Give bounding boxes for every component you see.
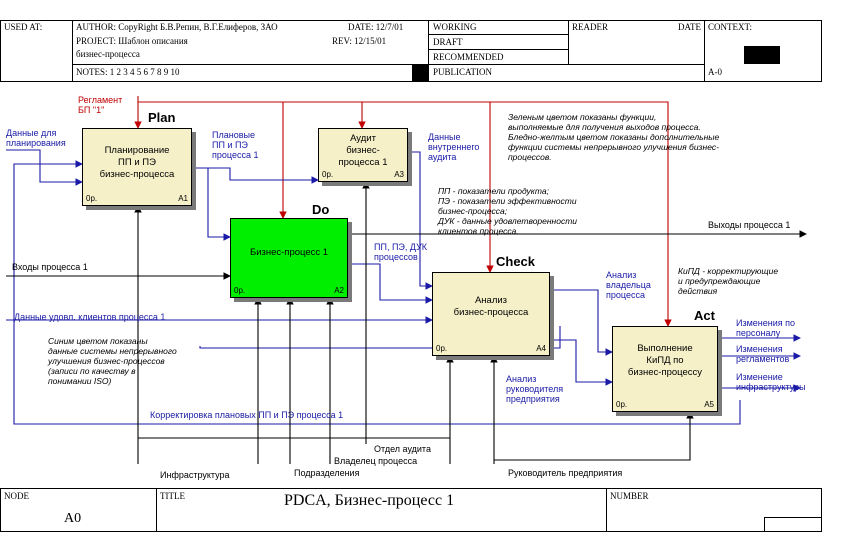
footer-divider-1 <box>156 488 157 532</box>
a5-id: A5 <box>704 400 714 409</box>
a1-id: A1 <box>178 194 188 203</box>
a3-op: 0р. <box>322 170 334 179</box>
used-at-label: USED AT: <box>4 22 43 32</box>
context-ref: A-0 <box>708 67 722 77</box>
activity-a2-business-process[interactable]: Бизнес-процесс 1 0р. A2 <box>230 218 348 298</box>
footer-frame <box>0 488 822 532</box>
project-text: PROJECT: Шаблон описания <box>76 36 188 46</box>
ceo-label: Руководитель предприятия <box>508 468 623 478</box>
a3-id: A3 <box>394 170 404 179</box>
a1-op: 0р. <box>86 194 98 203</box>
reglament-arrow <box>137 96 672 327</box>
context-black-box <box>744 46 780 64</box>
act-heading: Act <box>694 308 715 323</box>
check-heading: Check <box>496 254 536 269</box>
title-label: TITLE <box>160 491 185 501</box>
header-status-line-2 <box>428 49 568 50</box>
pp-note: ПП - показатели продукта; ПЭ - показател… <box>438 186 578 236</box>
a2-id: A2 <box>334 286 344 295</box>
planning-data-label: Данные для планирования <box>6 128 66 148</box>
inputs-label: Входы процесса 1 <box>12 262 88 272</box>
mgmt-analysis-arrow <box>550 339 613 386</box>
audit-dept-label: Отдел аудита <box>374 444 431 454</box>
reglament-label: Регламент БП "1" <box>78 95 123 115</box>
planned-pp-label: Плановые ПП и ПЭ процесса 1 <box>212 130 259 160</box>
footer-divider-2 <box>606 488 607 532</box>
activity-a3-audit[interactable]: Аудит бизнес- процесса 1 0р. A3 <box>318 128 408 182</box>
change-regs-label: Изменения регламентов <box>736 344 790 364</box>
working-label: WORKING <box>433 22 477 32</box>
internal-audit-label: Данные внутреннего аудита <box>428 132 480 162</box>
infra-label: Инфраструктура <box>160 470 230 480</box>
a4-op: 0р. <box>436 344 448 353</box>
header-status-line-1 <box>428 34 568 35</box>
activity-a1-planning[interactable]: Планирование ПП и ПЭ бизнес-процесса 0р.… <box>82 128 192 206</box>
activity-a5-kipd[interactable]: Выполнение КиПД по бизнес-процессу 0р. A… <box>612 326 718 412</box>
pp-duk-label: ПП, ПЭ, ДУК процессов <box>374 242 428 262</box>
activity-a4-analysis[interactable]: Анализ бизнес-процесса 0р. A4 <box>432 272 550 356</box>
date-text: DATE: 12/7/01 <box>348 22 404 32</box>
header-divider-h <box>72 64 428 65</box>
node-label: NODE <box>4 491 29 501</box>
footer-small-box <box>764 517 822 532</box>
customer-data-label: Данные удовл. клиентов процесса 1 <box>14 312 166 322</box>
owner-analysis-label: Анализ владельца процесса <box>606 270 651 300</box>
rev-text: REV: 12/15/01 <box>332 36 387 46</box>
kipd-note: КиПД - корректирующие и предупреждающие … <box>678 266 779 296</box>
blue-note: Синим цветом показаны данные системы неп… <box>48 336 177 386</box>
divisions-label: Подразделения <box>294 468 360 478</box>
plan-to-audit-arrow <box>208 167 319 184</box>
ceo-mech-a5 <box>494 411 694 461</box>
a4-id: A4 <box>536 344 546 353</box>
a2-text: Бизнес-процесс 1 <box>249 247 329 258</box>
plan-output-arrow <box>193 167 231 241</box>
change-infra-label: Изменение инфраструктуры <box>736 372 806 392</box>
a5-op: 0р. <box>616 400 628 409</box>
header-divider-2 <box>428 20 429 82</box>
number-label: NUMBER <box>610 491 649 501</box>
reader-label: READER <box>572 22 608 32</box>
project-text-2: бизнес-процесса <box>76 49 140 59</box>
date-label: DATE <box>678 22 701 32</box>
do-heading: Do <box>312 202 330 217</box>
do-to-check-arrow <box>348 263 433 304</box>
draft-label: DRAFT <box>433 37 463 47</box>
blue-feedback-arrow <box>199 326 561 349</box>
mgmt-analysis-label: Анализ руководителя предприятия <box>506 374 564 404</box>
plan-heading: Plan <box>148 110 176 125</box>
outputs-label: Выходы процесса 1 <box>708 220 791 230</box>
check-to-act-arrow <box>550 289 613 356</box>
publication-label: PUBLICATION <box>433 67 493 77</box>
a2-op: 0р. <box>234 286 246 295</box>
author-text: AUTHOR: CopyRight Б.В.Репин, В.Г.Елиферо… <box>76 22 278 32</box>
a3-text: Аудит бизнес- процесса 1 <box>338 133 388 168</box>
notes-text: NOTES: 1 2 3 4 5 6 7 8 9 10 <box>76 67 180 77</box>
diagram-title: PDCA, Бизнес-процесс 1 <box>284 492 455 509</box>
publication-marker <box>412 65 428 81</box>
a5-text: Выполнение КиПД по бизнес-процессу <box>627 343 703 378</box>
a4-text: Анализ бизнес-процесса <box>453 295 529 318</box>
correction-arrow <box>13 160 741 425</box>
header-frame <box>0 20 822 82</box>
audit-output-arrow <box>408 151 433 290</box>
header-divider-3 <box>568 20 569 65</box>
header-divider-4 <box>704 20 705 82</box>
context-label: CONTEXT: <box>708 22 753 32</box>
header-divider-1 <box>72 20 73 82</box>
header-status-line-3 <box>428 64 704 65</box>
correction-label: Корректировка плановых ПП и ПЭ процесса … <box>150 410 344 420</box>
planning-data-arrow <box>6 149 83 186</box>
owner-label: Владелец процесса <box>334 456 418 466</box>
change-staff-label: Изменения по персоналу <box>736 318 796 338</box>
green-note: Зеленым цветом показаны функции, выполня… <box>508 112 720 162</box>
recommended-label: RECOMMENDED <box>433 52 504 62</box>
node-value: A0 <box>64 511 82 526</box>
a1-text: Планирование ПП и ПЭ бизнес-процесса <box>99 145 175 180</box>
